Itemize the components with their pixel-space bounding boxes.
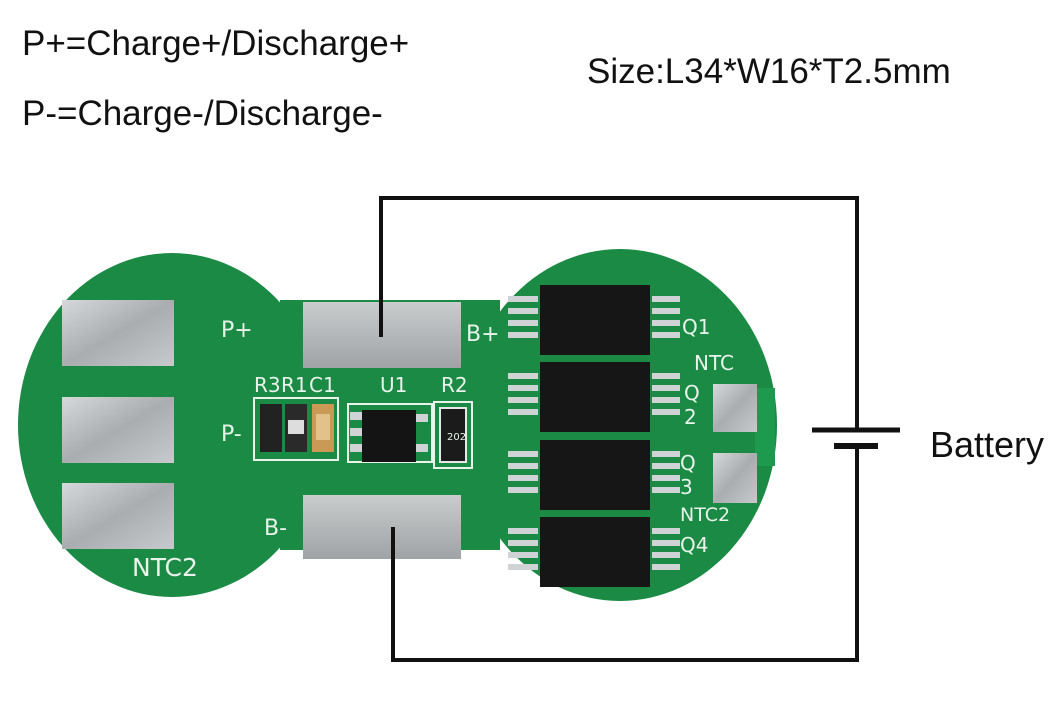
mosfet-q1 [540,285,650,355]
silk-q2-b: 2 [684,405,697,429]
silk-ntc: NTC [694,351,734,375]
silk-ntc2-right: NTC2 [680,504,730,526]
r2-code: 202 [447,432,466,443]
pad-p-minus [62,397,174,463]
component-r3-r1-c1 [253,397,339,461]
mosfet-q2 [540,362,650,432]
silk-b-plus: B+ [466,322,500,347]
silk-q2-a: Q [684,381,700,405]
silk-ntc2-left: NTC2 [132,553,198,582]
battery-label: Battery [930,424,1045,465]
size-label: Size:L34*W16*T2.5mm [587,52,951,91]
mosfet-leads [508,296,680,570]
silk-r2: R2 [441,373,468,397]
mosfet-q4 [540,517,650,587]
silk-p-plus: P+ [221,318,253,343]
pad-ntc2 [62,483,174,549]
component-u1 [347,403,433,463]
silk-b-minus: B- [264,516,287,541]
silk-p-minus: P- [221,422,242,447]
legend-p-minus: P-=Charge-/Discharge- [22,94,383,133]
legend-p-plus: P+=Charge+/Discharge+ [22,24,410,63]
silk-q1: Q1 [682,315,710,339]
battery-symbol-icon [812,427,900,449]
silk-r1: R1 [281,373,308,397]
silk-u1: U1 [380,373,407,397]
pad-p-plus [62,300,174,366]
strip-b-minus [303,495,461,559]
battery-wires [379,196,859,662]
pad-ntc2-right [713,453,757,503]
silk-r3: R3 [254,373,281,397]
silk-c1: C1 [309,373,336,397]
mosfet-q3 [540,440,650,510]
silk-q4: Q4 [680,533,708,557]
silk-q3-b: 3 [680,475,693,499]
silk-q3-a: Q [680,451,696,475]
component-r2 [433,401,473,469]
pad-ntc [713,384,757,432]
